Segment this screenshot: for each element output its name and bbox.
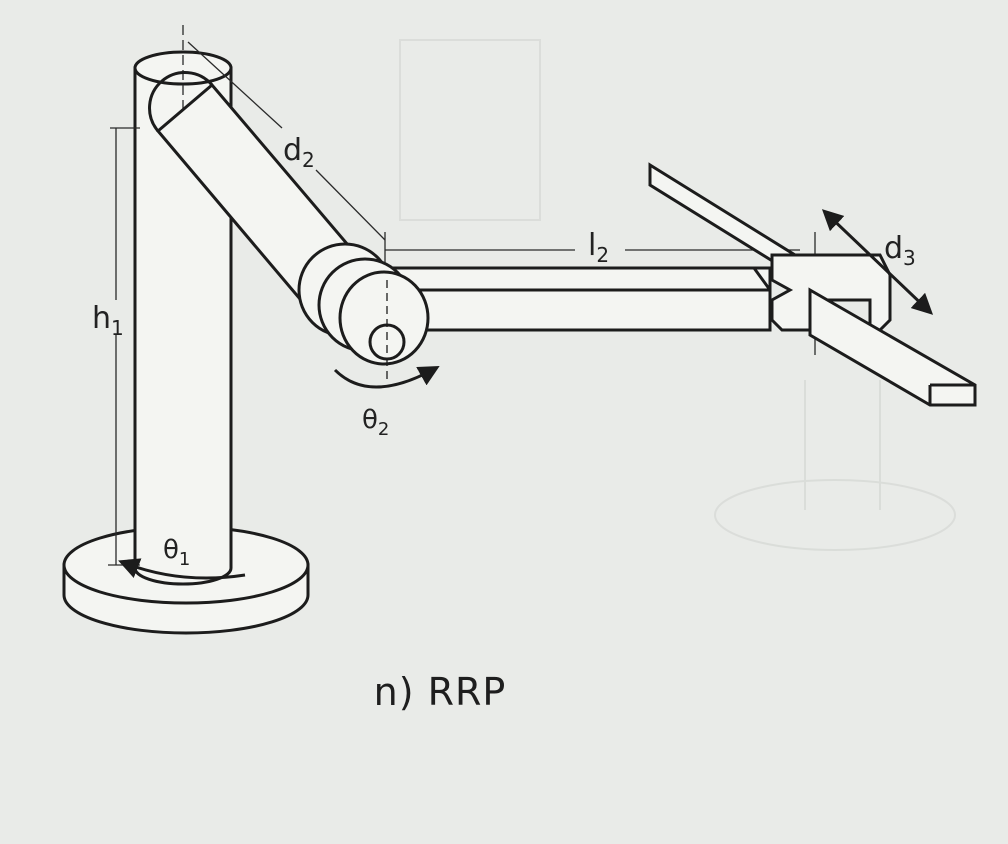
label-theta2: θ2 bbox=[362, 405, 389, 440]
label-d3: d3 bbox=[884, 231, 916, 270]
motion-arrows bbox=[118, 209, 934, 580]
background-ghost bbox=[399, 39, 956, 551]
label-l2: l2 bbox=[588, 228, 609, 267]
joint-2-discs bbox=[297, 242, 430, 380]
horizontal-link bbox=[383, 266, 772, 332]
base-platform bbox=[62, 525, 310, 635]
theta2-arrow bbox=[333, 365, 440, 389]
figure-caption: n) RRP bbox=[373, 670, 507, 714]
label-h1: h1 bbox=[92, 301, 124, 340]
label-theta1: θ1 bbox=[163, 535, 190, 570]
labels: h1 d2 l2 d3 θ2 θ1 bbox=[92, 133, 916, 570]
d3-arrow bbox=[821, 209, 934, 315]
label-d2: d2 bbox=[283, 133, 315, 172]
theta1-arrow bbox=[118, 558, 246, 580]
